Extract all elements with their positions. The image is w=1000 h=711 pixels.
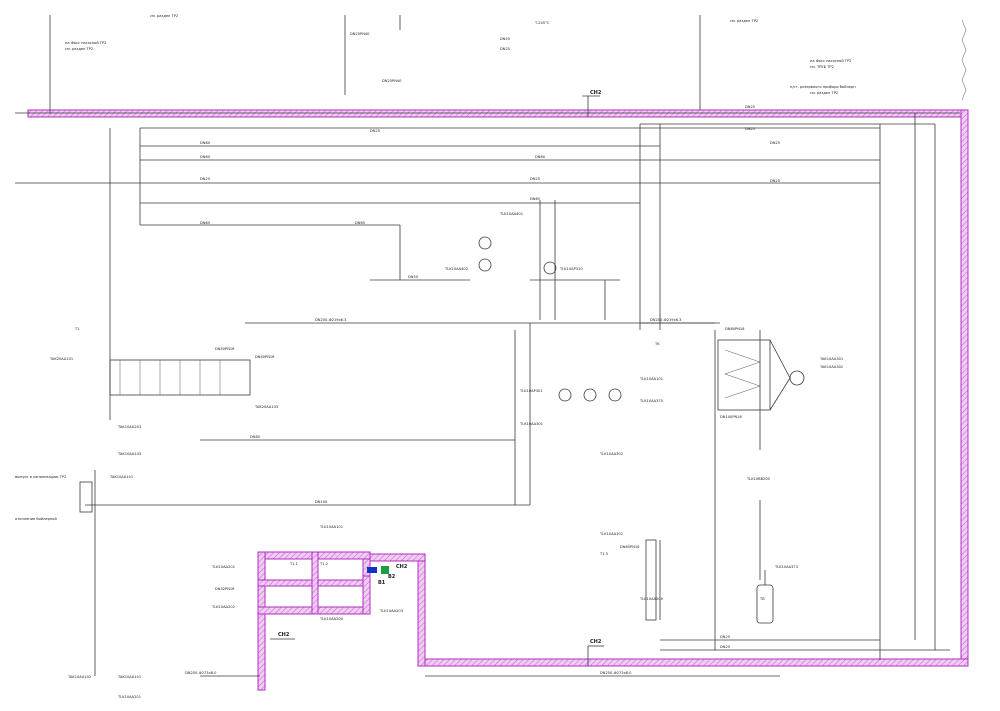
svg-text:TLK10AA101: TLK10AA101: [639, 377, 663, 381]
label-drain: выпуск в канализацию ТР2: [15, 475, 66, 479]
svg-text:TAK10AA101: TAK10AA101: [117, 675, 141, 679]
svg-text:TLK10AA102: TLK10AA102: [599, 532, 623, 536]
tank-mid-right: [645, 539, 657, 621]
svg-text:DN100PN16: DN100PN16: [720, 415, 742, 419]
svg-text:DN25: DN25: [200, 177, 210, 181]
label-group: см. раздел ТР2 на Фосс насосной ТР2 см. …: [15, 14, 856, 699]
svg-text:CH2: CH2: [590, 90, 602, 96]
label-steam-reserve: п/ст. резервного прибора бойлерн: [790, 85, 856, 89]
svg-text:DN80: DN80: [250, 435, 261, 439]
svg-text:DN65: DN65: [200, 221, 210, 225]
svg-text:TLK10BB200: TLK10BB200: [746, 477, 771, 481]
svg-text:TLK10AP310: TLK10AP310: [559, 267, 583, 271]
ch2-tag-right: CH2: [588, 639, 604, 647]
svg-text:DN80: DN80: [200, 155, 211, 159]
svg-text:TAK10AA301: TAK10AA301: [819, 357, 843, 361]
label-t245: T-245°C: [534, 21, 550, 25]
svg-text:DN25: DN25: [500, 47, 510, 51]
svg-text:TAK20AA101: TAK20AA101: [49, 357, 73, 361]
heat-exchanger: [717, 339, 805, 411]
label-dn25-pn40-a: DN25PN40: [350, 32, 370, 36]
break-line: [961, 19, 967, 101]
svg-text:TLK10AA401: TLK10AA401: [499, 212, 523, 216]
svg-text:TAK10AA102: TAK10AA102: [67, 675, 91, 679]
svg-text:TLK10AA200: TLK10AA200: [319, 617, 344, 621]
svg-text:TLK10AA101: TLK10AA101: [319, 525, 343, 529]
collector-block-left: [109, 359, 251, 396]
label-dn200-line: DN200-Ф219х6.3: [315, 318, 346, 322]
svg-text:TLK10AA301: TLK10AA301: [519, 422, 543, 426]
svg-text:TLK10AP301: TLK10AP301: [519, 389, 543, 393]
svg-text:DN25: DN25: [370, 129, 380, 133]
svg-text:DN25: DN25: [770, 141, 780, 145]
svg-text:TAK20AA103: TAK20AA103: [254, 405, 278, 409]
svg-text:CH2: CH2: [590, 639, 602, 645]
svg-text:DN65: DN65: [530, 197, 540, 201]
svg-text:DN40PN16: DN40PN16: [255, 355, 275, 359]
svg-text:DN50: DN50: [408, 275, 419, 279]
svg-text:DN80: DN80: [535, 155, 546, 159]
svg-text:B2: B2: [388, 574, 396, 580]
svg-text:TAK10AA101: TAK10AA101: [109, 475, 133, 479]
label-dn200-right: DN200-Ф219х6.3: [650, 318, 681, 322]
svg-text:B1: B1: [378, 580, 386, 586]
b1-marker: B1: [367, 567, 386, 586]
svg-text:TAK10AA302: TAK10AA302: [819, 365, 843, 369]
valve-left-mid: [79, 481, 93, 513]
label-see-section-top-right: см. раздел ТР2: [730, 19, 758, 23]
svg-text:DN25: DN25: [720, 635, 730, 639]
svg-text:TLK10AA373: TLK10AA373: [774, 565, 798, 569]
label-dn25-pn40-b: DN25PN40: [382, 79, 402, 83]
svg-text:T1: T1: [74, 327, 79, 331]
label-heating: отопление бойлерной: [15, 517, 57, 521]
svg-text:DN65PN16: DN65PN16: [620, 545, 640, 549]
pump-group-center: [478, 236, 622, 402]
svg-text:DN25: DN25: [720, 645, 730, 649]
label-fire-pump-a: на Фосс насосной ТР2: [65, 41, 106, 45]
svg-text:TK: TK: [654, 342, 660, 346]
pipe-network: [15, 15, 960, 677]
svg-text:TLK10AA370: TLK10AA370: [639, 399, 664, 403]
ch2-tag-top: CH2: [582, 90, 602, 117]
svg-text:DN32PN16: DN32PN16: [215, 587, 235, 591]
svg-text:DN100: DN100: [315, 500, 328, 504]
svg-text:TAK10AA103: TAK10AA103: [117, 452, 141, 456]
svg-text:DN80: DN80: [200, 141, 211, 145]
label-see-section-d: см. раздел ТР2: [810, 91, 838, 95]
label-dn250-line: DN250-Ф273х8.0: [600, 671, 632, 675]
ch2-tag-small: CH2: [396, 564, 408, 570]
svg-text:DN25: DN25: [530, 177, 540, 181]
svg-text:DN25: DN25: [500, 37, 510, 41]
svg-text:TLK10AA202: TLK10AA202: [211, 605, 235, 609]
label-see-section-c: см. ТРЕБ ТР2: [810, 65, 834, 69]
svg-text:DN65: DN65: [355, 221, 365, 225]
svg-text:DN25: DN25: [745, 105, 755, 109]
b2-marker: B2: [381, 566, 396, 580]
svg-text:TB: TB: [759, 597, 765, 601]
svg-text:DN250-Ф273х8.0: DN250-Ф273х8.0: [185, 671, 217, 675]
svg-text:TLK10AA302: TLK10AA302: [599, 452, 623, 456]
svg-text:TLK10AA203: TLK10AA203: [379, 609, 403, 613]
svg-text:TLK10AA201: TLK10AA201: [117, 695, 141, 699]
label-see-section-a: см. раздел ТР2: [150, 14, 178, 18]
svg-text:DN25: DN25: [770, 179, 780, 183]
svg-text:DN25: DN25: [745, 127, 755, 131]
svg-text:CH2: CH2: [396, 564, 408, 570]
svg-text:T1.1: T1.1: [289, 562, 298, 566]
svg-text:TLK10AA201: TLK10AA201: [211, 565, 235, 569]
label-fire-pump-b: на Фосс насосной ТР2: [810, 59, 851, 63]
boundary-outline: [27, 109, 969, 691]
svg-text:DN80PN16: DN80PN16: [725, 327, 745, 331]
svg-text:T1.2: T1.2: [319, 562, 328, 566]
label-see-section-b: см. раздел ТР2: [65, 47, 93, 51]
tank-bottom-right: [756, 570, 774, 624]
svg-text:CH2: CH2: [278, 632, 290, 638]
svg-text:TAK10AA203: TAK10AA203: [117, 425, 141, 429]
svg-text:TLK10AA200: TLK10AA200: [639, 597, 664, 601]
svg-text:TLK10AA402: TLK10AA402: [444, 267, 468, 271]
ch2-tag-left: CH2: [270, 632, 295, 640]
svg-text:T1.3: T1.3: [599, 552, 608, 556]
svg-text:DN50PN16: DN50PN16: [215, 347, 235, 351]
